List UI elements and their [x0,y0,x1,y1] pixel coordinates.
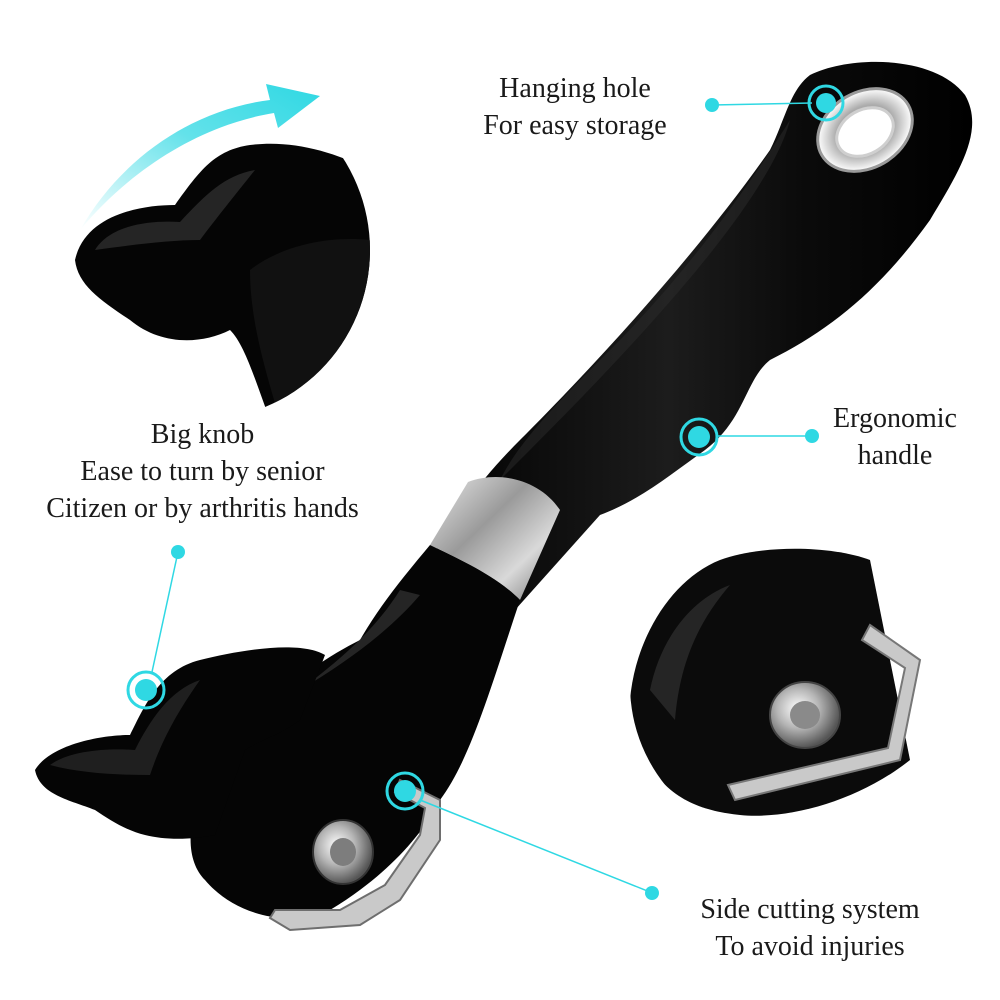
big-knob-title: Big knob [150,419,255,450]
side-cutting-description: To avoid injuries [715,931,905,962]
big-knob-description-2: Citizen or by arthritis hands [46,493,359,524]
ergonomic-handle-marker [679,417,819,457]
ergonomic-handle-line-1: Ergonomic [833,403,957,434]
hanging-hole-title: Hanging hole [499,73,651,104]
side-cutting-marker [385,771,659,900]
big-knob-marker [126,545,185,710]
side-cutter [268,778,441,932]
hanging-hole-callout: Hanging hole For easy storage [455,70,695,144]
big-knob-callout: Big knob Ease to turn by senior Citizen … [10,416,395,527]
ergonomic-handle-line-2: handle [857,440,933,471]
cutter-zoom-detail [630,548,922,816]
hanging-hole-description: For easy storage [483,110,667,141]
side-cutting-callout: Side cutting system To avoid injuries [665,891,955,965]
hanging-hole-marker [705,84,845,122]
big-knob-description-1: Ease to turn by senior [80,456,325,487]
big-knob [35,647,325,839]
rotation-arrow-icon [80,84,320,230]
side-cutting-title: Side cutting system [700,894,920,925]
ergonomic-handle-callout: Ergonomic handle [805,400,985,474]
